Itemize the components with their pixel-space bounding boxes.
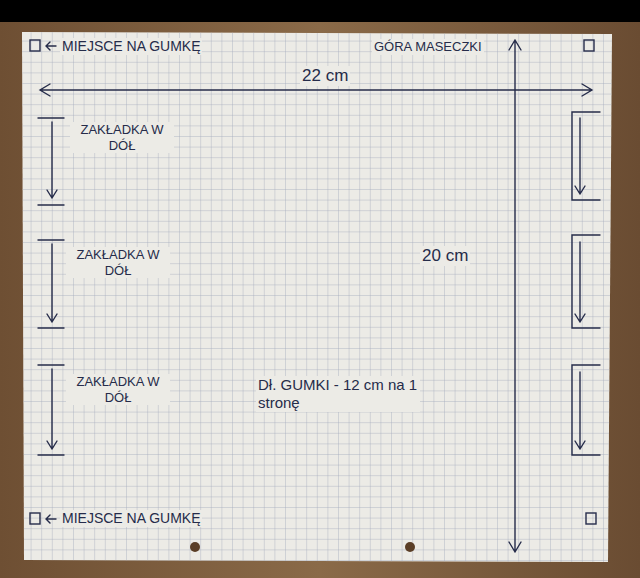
height-dimension: 20 cm — [420, 246, 470, 266]
pleat-note: ZAKŁADKA W DÓŁ — [66, 247, 170, 278]
pleat-note: ZAKŁADKA W DÓŁ — [70, 122, 174, 153]
mask-top-note: GÓRA MASECZKI — [372, 39, 484, 55]
width-dimension: 22 cm — [300, 66, 350, 86]
elastic-place-note: MIEJSCE NA GUMKĘ — [60, 510, 202, 527]
pleat-note: ZAKŁADKA W DÓŁ — [66, 374, 170, 405]
elastic-length-note: Dł. GUMKI - 12 cm na 1 stronę — [256, 376, 420, 412]
elastic-place-note: MIEJSCE NA GUMKĘ — [60, 38, 202, 55]
